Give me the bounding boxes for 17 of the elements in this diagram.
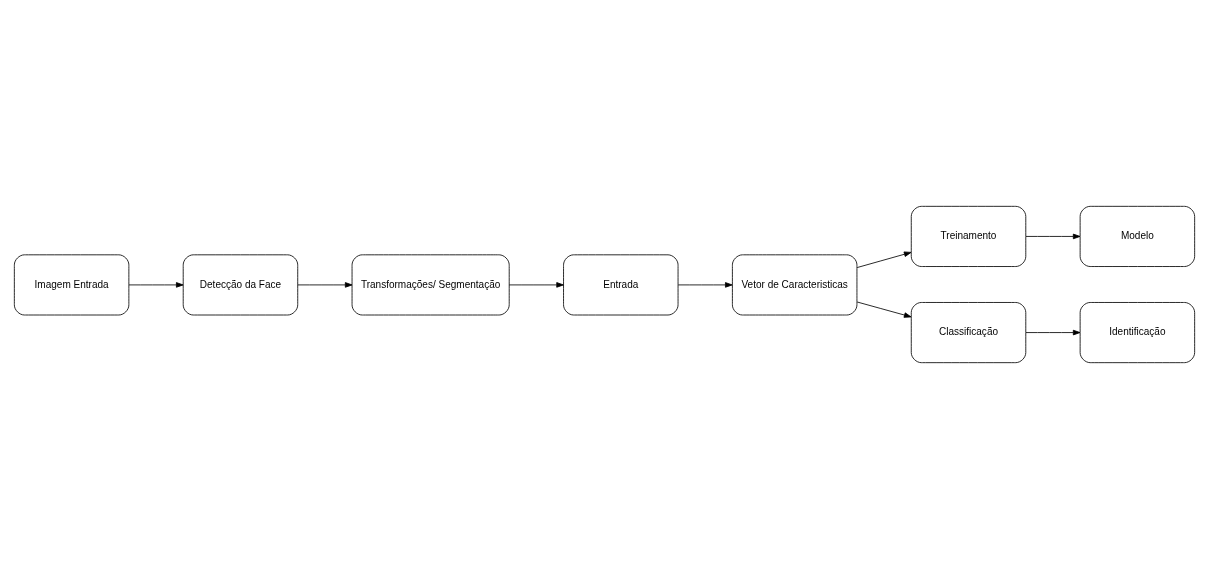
arrow xyxy=(508,282,564,288)
node-box: Treinamento xyxy=(910,205,1027,267)
node-box: Imagem Entrada xyxy=(13,254,130,316)
arrow xyxy=(297,282,353,288)
node-box: Transformações/ Segmentação xyxy=(351,254,510,316)
arrow xyxy=(856,301,912,318)
node-box: Identificação xyxy=(1079,302,1196,364)
arrow xyxy=(1025,233,1081,240)
node-box: Detecção da Face xyxy=(182,254,299,316)
arrow xyxy=(856,251,912,268)
node-box: Modelo xyxy=(1079,205,1196,267)
node-box: Classificação xyxy=(910,302,1027,364)
arrow xyxy=(128,282,184,288)
node-box: Vetor de Caracteristicas xyxy=(731,254,858,316)
arrow xyxy=(1025,329,1081,336)
arrow xyxy=(677,282,733,288)
node-box: Entrada xyxy=(563,254,679,316)
